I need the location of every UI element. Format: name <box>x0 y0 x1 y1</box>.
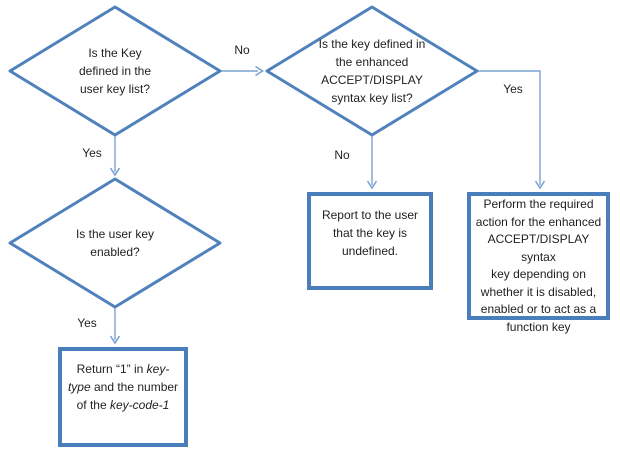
process-report-undefined-text: Report to the user that the key is undef… <box>321 208 419 258</box>
arrowhead-down-icon <box>534 180 546 190</box>
decision-user-key-list-text: Is the Key defined in the user key list? <box>78 46 152 96</box>
connector-d2-to-perform <box>477 70 541 185</box>
diamond-user-key-enabled <box>8 177 222 309</box>
diamond-enhanced-syntax-list <box>265 5 479 137</box>
decision-enhanced-syntax-list-text: Is the key defined in the enhanced ACCEP… <box>318 37 426 105</box>
arrowhead-down-icon <box>109 335 121 345</box>
process-return-key-type-text: Return “1” in key- type and the number o… <box>67 362 179 412</box>
edge-label-no-d1-d2: No <box>234 43 250 57</box>
process-perform-action-text: Perform the required action for the enha… <box>475 197 602 334</box>
edge-label-yes-d3-return: Yes <box>77 316 97 330</box>
edge-label-no-d2-report: No <box>334 148 350 162</box>
edge-label-yes-d2-perform: Yes <box>503 82 523 96</box>
decision-user-key-enabled-text: Is the user key enabled? <box>75 227 155 259</box>
arrowhead-down-icon <box>109 167 121 177</box>
edge-label-yes-d1-d3: Yes <box>82 146 102 160</box>
diamond-user-key-list <box>8 5 222 137</box>
arrowhead-right-icon <box>255 65 264 77</box>
rect-report-undefined <box>307 192 433 290</box>
rect-perform-action <box>467 192 610 320</box>
arrowhead-down-icon <box>366 180 378 190</box>
rect-return-key-type <box>58 347 188 447</box>
